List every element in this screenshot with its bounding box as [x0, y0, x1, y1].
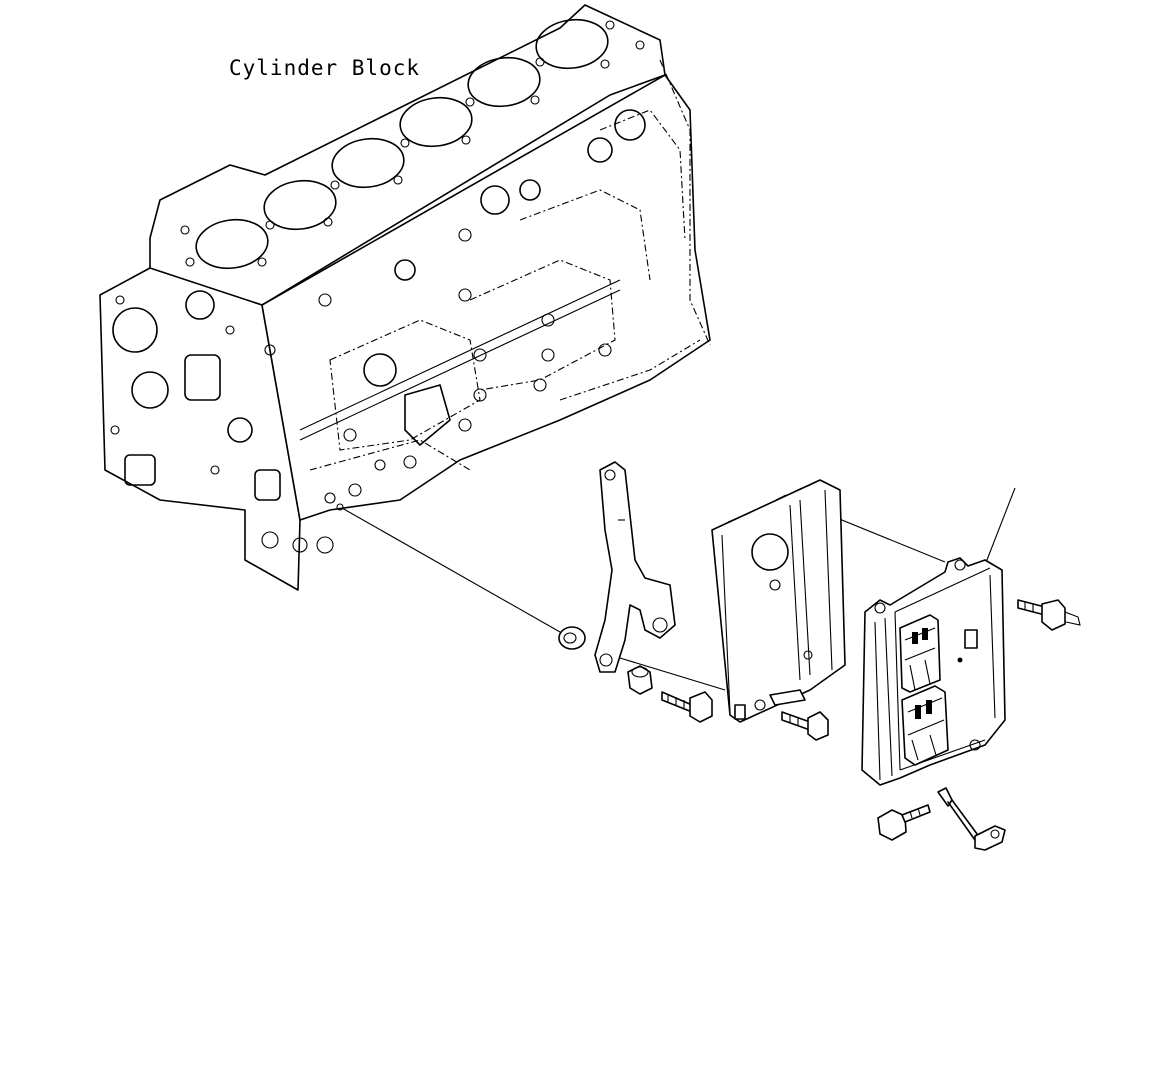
bolt-plate — [781, 711, 829, 741]
spacer-washer — [558, 626, 586, 650]
cylinder-block-label: Cylinder Block — [229, 56, 421, 80]
bolt-bottom — [877, 804, 931, 841]
ecu-connector-upper — [899, 614, 941, 693]
end-face-features — [110, 290, 334, 554]
bolt-right — [1017, 599, 1081, 631]
cylinder-block — [99, 4, 711, 591]
mounting-bracket — [594, 461, 676, 673]
cylinder-block-side-face — [261, 74, 711, 521]
bolt-left — [661, 691, 713, 723]
ecu-connector-lower — [901, 685, 949, 766]
deck-holes — [180, 20, 645, 267]
ground-strap — [937, 787, 1006, 851]
side-face-features — [264, 59, 711, 511]
cylinder-bores — [195, 18, 609, 270]
ecu-mounting-plate — [711, 479, 846, 723]
bracket-nut — [627, 665, 653, 695]
engine-controller-ecu — [861, 557, 1006, 786]
